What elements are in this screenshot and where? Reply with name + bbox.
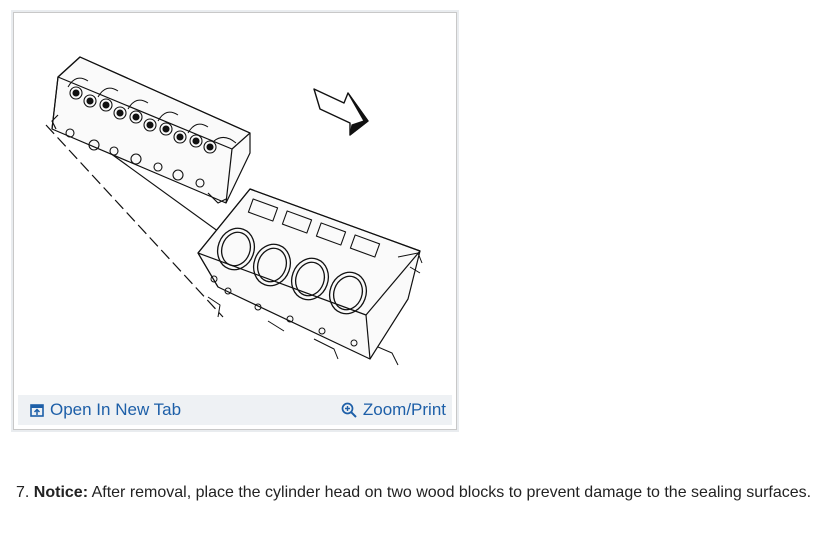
open-new-tab-icon [30,403,44,417]
step-number: 7. [16,484,30,501]
figure-card: Open In New Tab Zoom/Print [13,12,457,430]
zoom-print-label: Zoom/Print [362,400,446,419]
engine-diagram[interactable] [18,17,452,395]
figure-footer-bar: Open In New Tab Zoom/Print [18,395,452,425]
step-instruction-text: After removal, place the cylinder head o… [91,484,812,501]
notice-label: Notice: [33,484,89,501]
cylinder-head-removal-illustration [45,56,423,366]
open-in-new-tab-link[interactable]: Open In New Tab [30,400,181,420]
open-in-new-tab-label: Open In New Tab [50,400,182,419]
instruction-step: 7. Notice: After removal, place the cyli… [16,481,828,505]
zoom-magnifier-icon [341,402,357,418]
zoom-print-link[interactable]: Zoom/Print [341,400,446,420]
